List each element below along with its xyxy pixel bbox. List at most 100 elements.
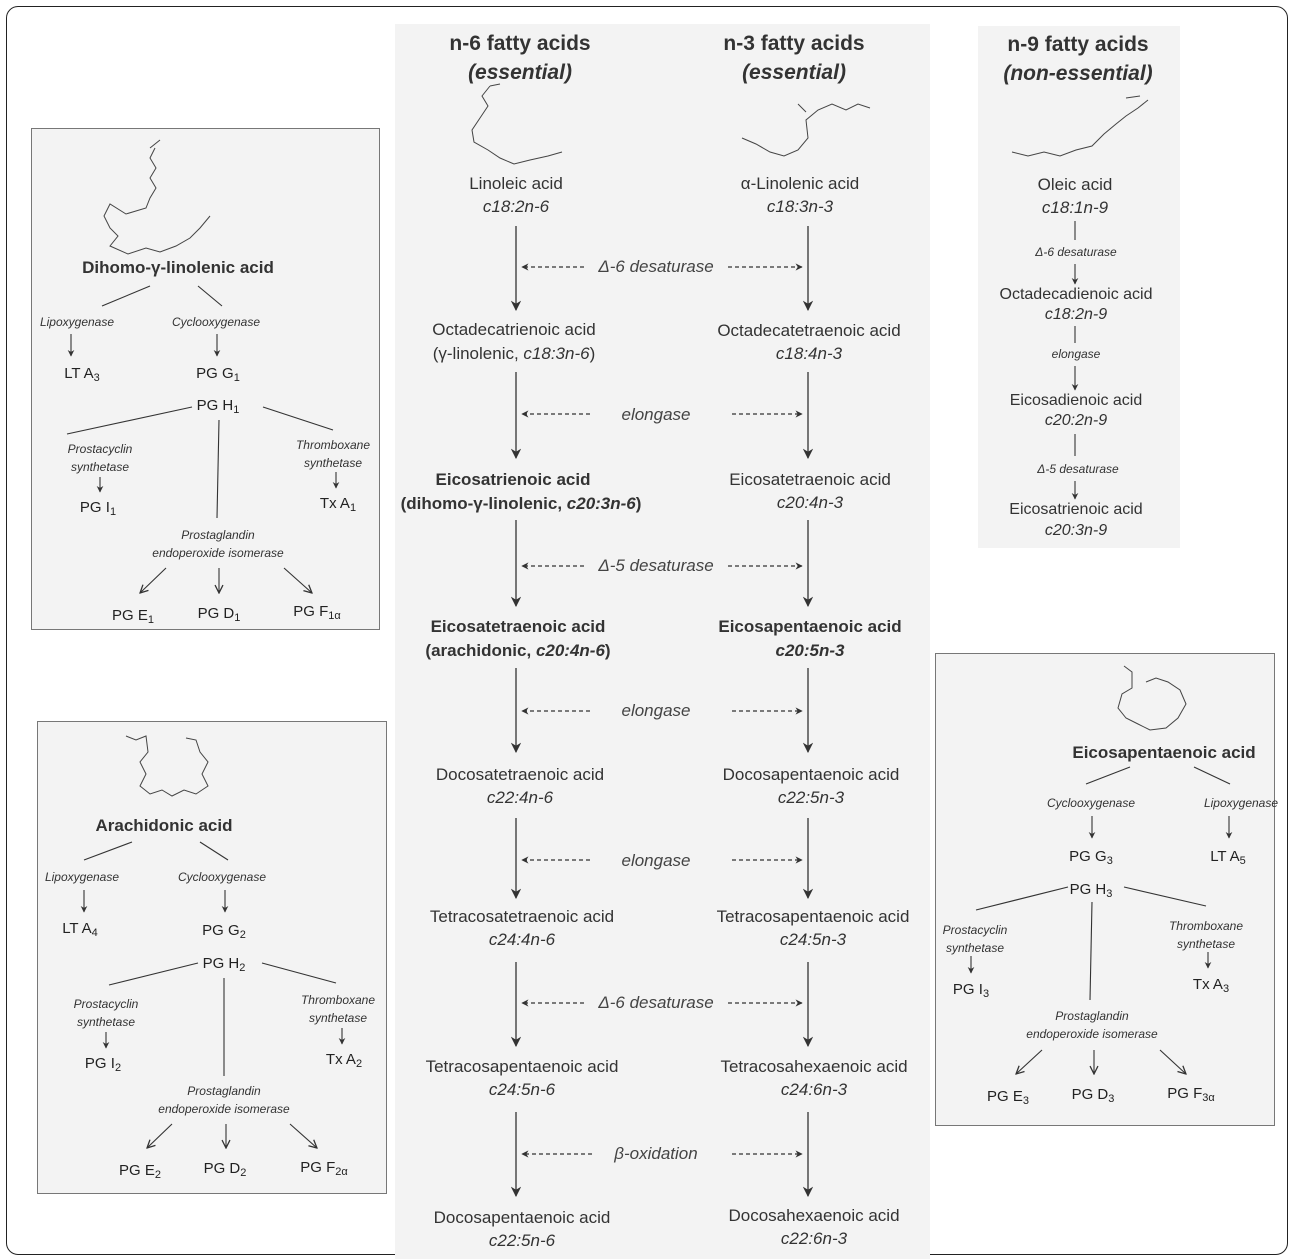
- n3-acid-name: Eicosapentaenoic acid: [718, 617, 902, 636]
- aa-arrows: [80, 841, 346, 1148]
- n3-acid-name: Docosapentaenoic acid: [722, 765, 900, 784]
- dgla-prostacyclin-synthetase: synthetase: [70, 460, 130, 474]
- n6-acid-name: Tetracosatetraenoic acid: [429, 907, 615, 926]
- epa-lipoxygenase: Lipoxygenase: [1203, 796, 1279, 810]
- aa-pgh: PG H2: [202, 955, 246, 974]
- n3-acid-code: c22:6n-3: [780, 1229, 848, 1248]
- n3-acid-code: c22:5n-3: [777, 788, 845, 807]
- n6-acid-code: c20:4n-6: [535, 641, 605, 660]
- aa-box: [37, 721, 387, 1194]
- n3-acid-name: Docosahexaenoic acid: [728, 1206, 900, 1225]
- aa-cyclooxygenase: Cyclooxygenase: [177, 870, 267, 884]
- n6-acid-name: Docosapentaenoic acid: [433, 1208, 611, 1227]
- epa-lt: LT A5: [1210, 848, 1246, 867]
- n3-subheader: (essential): [742, 61, 846, 84]
- aa-pgi: PG I2: [84, 1055, 122, 1074]
- aa-lt: LT A4: [62, 920, 98, 939]
- aa-isomerase: Prostaglandin: [187, 1084, 261, 1098]
- linoleic-structure-icon: [471, 83, 563, 165]
- aa-lipoxygenase: Lipoxygenase: [44, 870, 120, 884]
- n9-subheader: (non-essential): [1003, 62, 1153, 85]
- dgla-pge: PG E1: [112, 607, 154, 626]
- n3-acid-name: Octadecatetraenoic acid: [717, 321, 901, 340]
- n9-panel: [978, 26, 1180, 548]
- dgla-pgg: PG G1: [196, 365, 240, 384]
- n6-n3-panel: [395, 24, 930, 1259]
- epa-pgg: PG G3: [1069, 848, 1113, 867]
- aa-prostacyclin-synthetase: synthetase: [76, 1015, 136, 1029]
- n6-acid-name: Linoleic acid: [469, 174, 563, 193]
- dgla-title: Dihomo-γ-linolenic acid: [82, 258, 274, 277]
- n6-subheader: (essential): [468, 61, 572, 84]
- n9-enzyme-label: elongase: [1051, 347, 1101, 361]
- n6-acid-name: Eicosatrienoic acid: [435, 470, 591, 489]
- epa-pge: PG E3: [987, 1088, 1029, 1107]
- n6-header: n-6 fatty acids: [449, 32, 591, 55]
- dgla-pgh: PG H1: [196, 397, 240, 416]
- aa-pgg: PG G2: [202, 922, 246, 941]
- dgla-prostacyclin: Prostacyclin: [67, 442, 133, 456]
- n3-acid-code: c24:6n-3: [780, 1080, 848, 1099]
- n9-enzyme-label: Δ-6 desaturase: [1035, 245, 1117, 259]
- epa-title: Eicosapentaenoic acid: [1072, 743, 1256, 762]
- n9-acid-code: c18:2n-9: [1044, 306, 1108, 323]
- n6-acid-code: c24:5n-6: [488, 1080, 556, 1099]
- n9-acid-name: Octadecadienoic acid: [999, 286, 1153, 303]
- epa-pgd: PG D3: [1071, 1086, 1115, 1105]
- dgla-isomerase-2: endoperoxide isomerase: [152, 546, 284, 560]
- enzyme-label: elongase: [621, 701, 691, 720]
- dgla-pgi: PG I1: [79, 499, 117, 518]
- n3-acid-code: c18:4n-3: [775, 344, 843, 363]
- n6-acid-code-line: (arachidonic, c20:4n-6): [425, 641, 611, 660]
- n9-header: n-9 fatty acids: [1007, 33, 1149, 56]
- n9-acid-code: c20:3n-9: [1044, 522, 1108, 539]
- aa-thromboxane-synthetase: synthetase: [308, 1011, 368, 1025]
- dgla-arrows: [66, 285, 340, 593]
- n6-acid-code-line: (dihomo-γ-linolenic, c20:3n-6): [400, 494, 642, 513]
- epa-pgf: PG F3α: [1167, 1085, 1215, 1104]
- n3-header: n-3 fatty acids: [723, 32, 865, 55]
- epa-isomerase: Prostaglandin: [1055, 1009, 1129, 1023]
- epa-prostacyclin-synthetase: synthetase: [945, 941, 1005, 955]
- dgla-thromboxane: Thromboxane: [295, 438, 371, 452]
- aa-structure-icon: [125, 735, 209, 797]
- aa-title: Arachidonic acid: [95, 816, 233, 835]
- n6-acid-code-line: (γ-linolenic, c18:3n-6): [432, 344, 596, 363]
- epa-pgi: PG I3: [952, 981, 990, 1000]
- alpha-linolenic-structure-icon: [741, 103, 871, 157]
- n3-acid-name: Tetracosahexaenoic acid: [720, 1057, 908, 1076]
- enzyme-label: Δ-5 desaturase: [598, 556, 714, 575]
- oleic-structure-icon: [1011, 95, 1149, 157]
- epa-arrows: [967, 766, 1233, 1074]
- dgla-box: [31, 128, 380, 630]
- enzyme-label: Δ-6 desaturase: [598, 257, 714, 276]
- epa-structure-icon: [1117, 665, 1187, 731]
- n6-acid-code: c18:2n-6: [482, 197, 550, 216]
- n6-acid-name: Octadecatrienoic acid: [432, 320, 596, 339]
- epa-pgh: PG H3: [1069, 881, 1113, 900]
- epa-box: [935, 653, 1275, 1126]
- n3-acid-code: c20:5n-3: [775, 641, 845, 660]
- n6-acid-code: c22:4n-6: [486, 788, 554, 807]
- n9-acid-code: c20:2n-9: [1044, 412, 1108, 429]
- epa-thromboxane: Thromboxane: [1168, 919, 1244, 933]
- aa-tx: Tx A2: [325, 1051, 363, 1070]
- n3-acid-code: c20:4n-3: [776, 493, 844, 512]
- aa-isomerase-2: endoperoxide isomerase: [158, 1102, 290, 1116]
- n6-acid-code: c22:5n-6: [488, 1231, 556, 1250]
- n6-acid-name: Eicosatetraenoic acid: [430, 617, 606, 636]
- enzyme-label: elongase: [621, 851, 691, 870]
- dgla-cyclooxygenase: Cyclooxygenase: [171, 315, 261, 329]
- enzyme-dashed-arrows: [521, 263, 803, 1158]
- aa-pge: PG E2: [119, 1162, 161, 1181]
- dgla-isomerase: Prostaglandin: [181, 528, 255, 542]
- n3-acid-name: Eicosatetraenoic acid: [729, 470, 891, 489]
- n3-acid-code: c24:5n-3: [779, 930, 847, 949]
- n6-acid-code: c18:3n-6: [523, 344, 590, 363]
- epa-prostacyclin: Prostacyclin: [942, 923, 1008, 937]
- aa-pgf: PG F2α: [300, 1159, 348, 1178]
- dgla-lipoxygenase: Lipoxygenase: [39, 315, 115, 329]
- n6-acid-code: c24:4n-6: [488, 930, 556, 949]
- dgla-structure-icon: [103, 139, 211, 255]
